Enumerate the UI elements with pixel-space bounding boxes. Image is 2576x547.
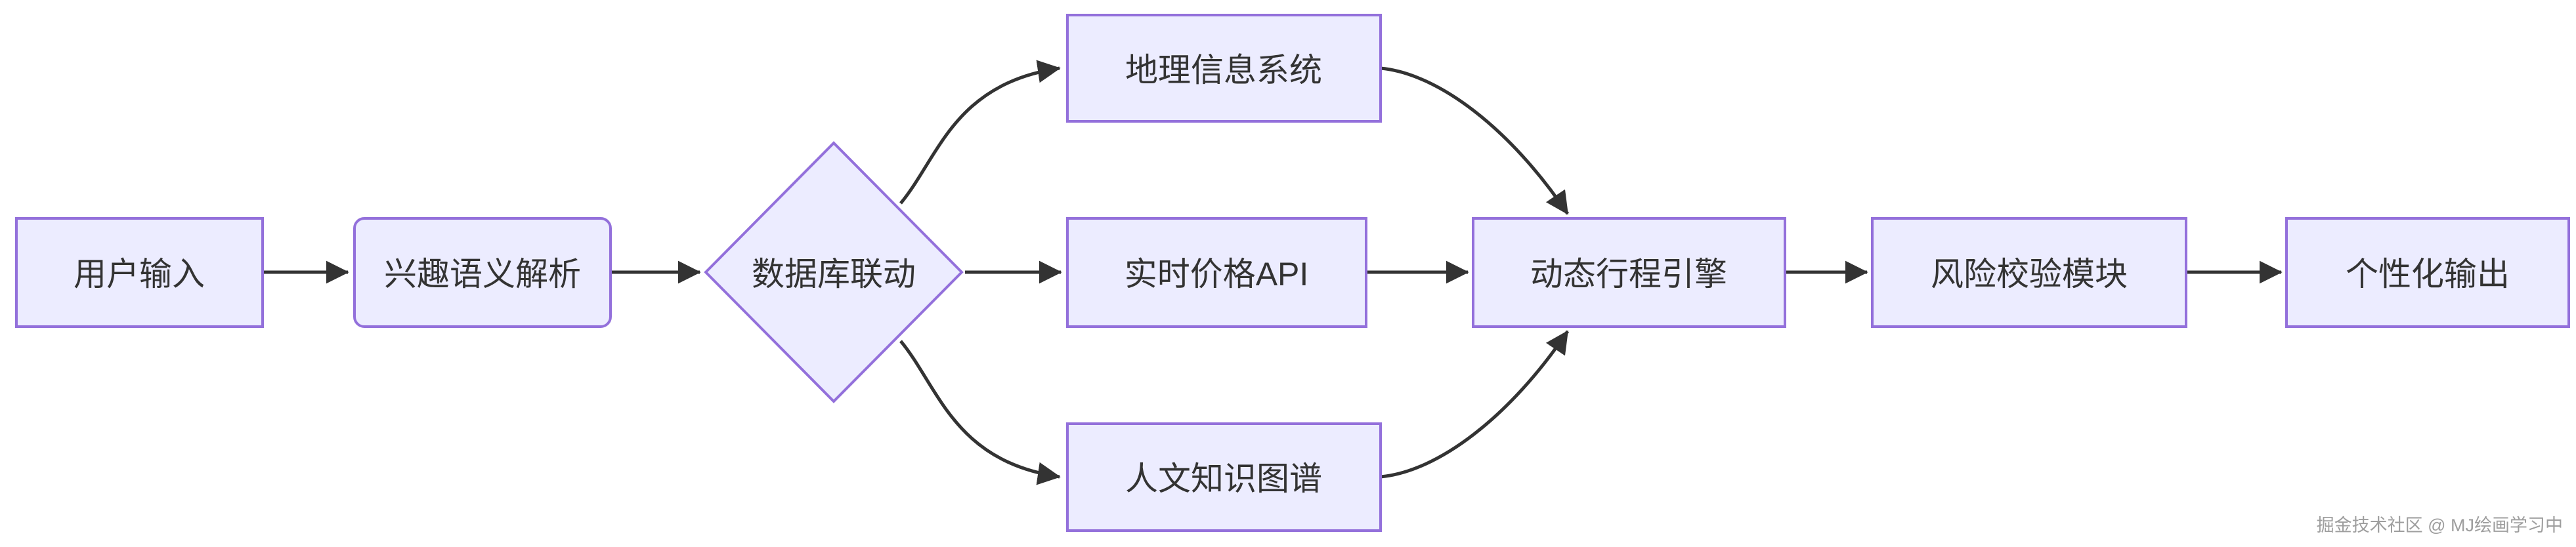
node-humanities-knowledge-graph-label: 人文知识图谱: [1125, 460, 1322, 497]
node-geographic-info-system: 地理信息系统: [1066, 14, 1382, 123]
node-database-linkage-shape: [704, 141, 964, 403]
edge-humanities-knowledge-graph-to-dynamic-itinerary-engine: [1380, 330, 1570, 479]
node-dynamic-itinerary-engine: 动态行程引擎: [1472, 217, 1786, 328]
node-realtime-price-api-shape: [1066, 217, 1367, 328]
watermark: 掘金技术社区 @ MJ绘画学习中 掘金技术社区 @ MJ绘画学习中: [2317, 516, 2564, 537]
node-interest-semantic-parsing-label: 兴趣语义解析: [384, 256, 581, 293]
node-risk-check-module-label: 风险校验模块: [1931, 256, 2128, 293]
node-geographic-info-system-label: 地理信息系统: [1125, 52, 1322, 89]
node-geographic-info-system-shape: [1066, 14, 1382, 123]
edge-layer: [263, 60, 2283, 485]
node-personalized-output-shape: [2285, 217, 2570, 328]
node-humanities-knowledge-graph: 人文知识图谱: [1066, 422, 1382, 532]
node-user-input-shape: [15, 217, 264, 328]
edge-database-linkage-to-geographic-info-system: [899, 60, 1061, 205]
watermark-shadow-text: 掘金技术社区 @ MJ绘画学习中: [2318, 517, 2564, 537]
node-dynamic-itinerary-engine-label: 动态行程引擎: [1530, 256, 1727, 293]
edge-geographic-info-system-to-dynamic-itinerary-engine: [1380, 66, 1570, 215]
watermark-text: 掘金技术社区 @ MJ绘画学习中: [2317, 516, 2563, 535]
node-realtime-price-api-label: 实时价格API: [1125, 256, 1309, 293]
node-user-input: 用户输入: [15, 217, 264, 328]
node-risk-check-module-shape: [1871, 217, 2187, 328]
node-interest-semantic-parsing-shape: [353, 217, 612, 328]
edge-database-linkage-to-humanities-knowledge-graph: [899, 340, 1061, 485]
node-interest-semantic-parsing: 兴趣语义解析: [353, 217, 612, 328]
node-realtime-price-api: 实时价格API: [1066, 217, 1367, 328]
node-risk-check-module: 风险校验模块: [1871, 217, 2187, 328]
node-dynamic-itinerary-engine-shape: [1472, 217, 1786, 328]
node-database-linkage-label: 数据库联动: [752, 256, 916, 293]
node-personalized-output-label: 个性化输出: [2346, 256, 2510, 293]
node-personalized-output: 个性化输出: [2285, 217, 2570, 328]
node-database-linkage: 数据库联动: [704, 141, 964, 403]
node-user-input-label: 用户输入: [74, 256, 205, 293]
node-humanities-knowledge-graph-shape: [1066, 422, 1382, 532]
